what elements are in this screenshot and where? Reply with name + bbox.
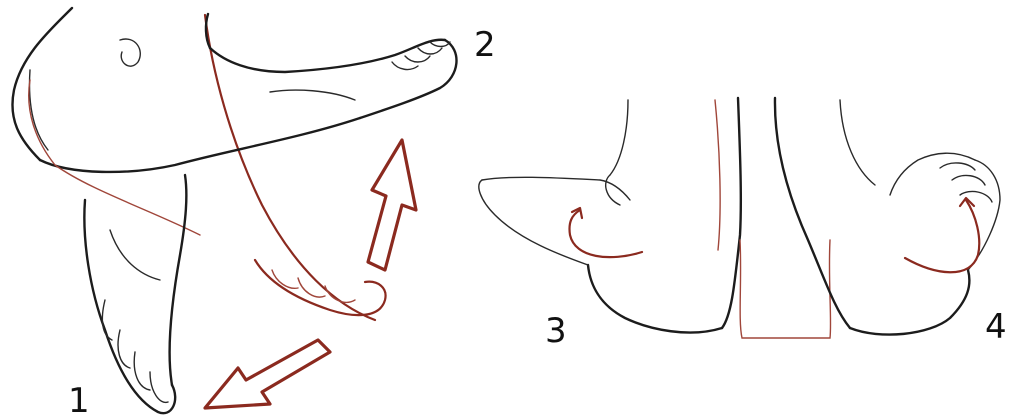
curved-arrow-icon [905,200,979,272]
arrow-up-icon [368,140,416,270]
gap-outline [740,240,831,338]
foot-everted [775,98,1000,335]
curved-arrow-icon [569,210,642,257]
arrow-down-left-icon [205,340,330,408]
right-panel: 3 4 [479,98,1007,351]
foot-neutral-outline [255,260,386,315]
label-4: 4 [985,307,1007,347]
left-panel: 1 2 [12,8,495,419]
foot-inverted [479,98,741,333]
label-3: 3 [545,311,567,351]
label-1: 1 [68,381,90,419]
label-2: 2 [474,25,496,65]
foot-plantarflexed [84,175,186,413]
